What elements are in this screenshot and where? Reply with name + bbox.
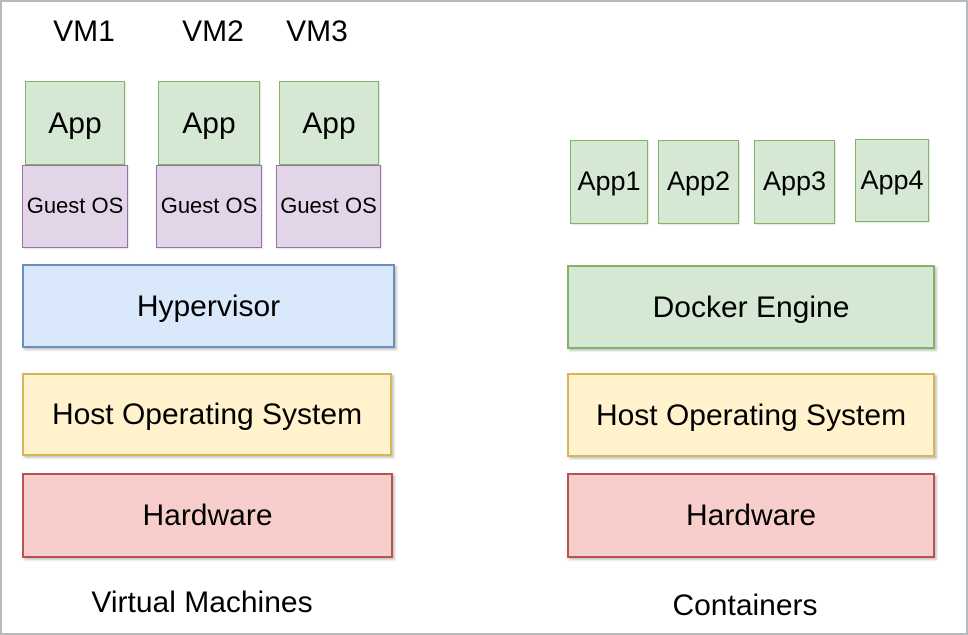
app4-box: App4 (855, 139, 929, 222)
docker-engine-box: Docker Engine (567, 265, 935, 349)
hypervisor-box: Hypervisor (22, 264, 395, 348)
host-os-box-right: Host Operating System (567, 373, 935, 457)
hardware-box-right: Hardware (567, 473, 935, 558)
vm2-guest-os-box: Guest OS (156, 165, 262, 248)
vm1-app-box: App (25, 81, 125, 165)
vm2-label: VM2 (182, 15, 244, 48)
virtual-machines-caption: Virtual Machines (91, 586, 313, 619)
vm1-label: VM1 (53, 15, 115, 48)
containers-caption: Containers (672, 589, 818, 622)
app1-box: App1 (570, 140, 648, 224)
host-os-box-left: Host Operating System (22, 373, 392, 456)
vm3-guest-os-box: Guest OS (276, 165, 381, 248)
vm3-app-box: App (279, 81, 379, 165)
vm3-label: VM3 (286, 15, 348, 48)
vm2-app-box: App (158, 81, 260, 165)
vm1-guest-os-box: Guest OS (22, 165, 128, 248)
app3-box: App3 (754, 140, 835, 224)
app2-box: App2 (658, 140, 739, 224)
hardware-box-left: Hardware (22, 473, 393, 558)
